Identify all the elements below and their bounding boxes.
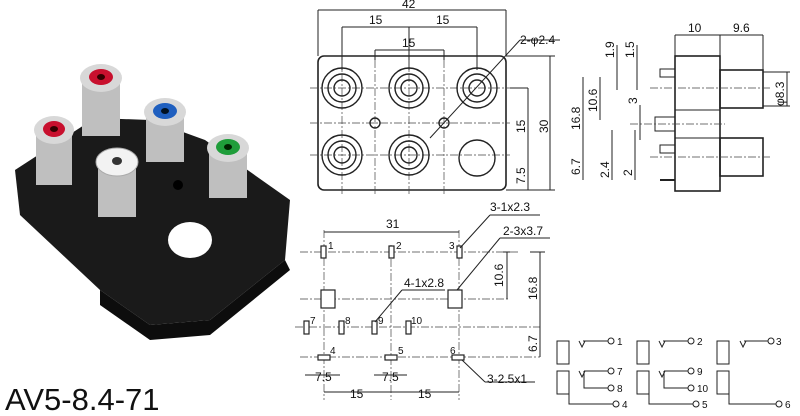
pin-label: 8 [345, 316, 351, 327]
dim-h3: 15 [350, 387, 364, 401]
pin-label: 10 [411, 316, 423, 327]
dim-v3: 6.7 [526, 335, 540, 352]
jack-green [207, 134, 249, 198]
mount-hole [173, 180, 183, 190]
jack-red-left [34, 116, 74, 185]
pin-label: 9 [697, 367, 703, 378]
dim-width: 42 [402, 0, 416, 11]
label-slot-bottom: 3-2.5x1 [487, 372, 527, 386]
dim-16-8: 16.8 [569, 106, 583, 130]
dim-6-7: 6.7 [569, 158, 583, 175]
dim-jack-length: 9.6 [733, 21, 750, 35]
label-slot-square: 2-3x3.7 [503, 224, 543, 238]
pin-label: 5 [398, 346, 404, 357]
pin-label: 2 [396, 241, 402, 252]
schematic-group-2: 2 9 10 5 [636, 337, 709, 411]
jack-blue [144, 98, 186, 162]
pin-label: 6 [785, 400, 791, 411]
dim-2: 2 [621, 169, 635, 176]
dim-pitch-right: 15 [436, 13, 450, 27]
dim-pitch-left: 15 [369, 13, 383, 27]
dim-jack-diameter: φ8.3 [773, 81, 787, 106]
pin-label: 1 [617, 337, 623, 348]
dim-v1: 10.6 [492, 263, 506, 287]
pcb-layout-drawing: 31 3-1x2.3 2-3x3.7 4-1x2.8 3-2.5x1 10.6 … [295, 200, 550, 401]
dim-1-9: 1.9 [603, 41, 617, 58]
dim-height: 30 [537, 119, 551, 133]
dim-row-pitch: 15 [514, 119, 528, 133]
pin-label: 1 [328, 241, 334, 252]
dim-pitch-offset: 15 [402, 36, 416, 50]
dim-v2: 16.8 [526, 276, 540, 300]
schematic-group-3: 3 6 [716, 337, 791, 411]
label-holes: 2-φ2.4 [520, 33, 555, 47]
schematic-group-1: 1 7 8 4 [556, 337, 628, 411]
label-slot-mid: 4-1x2.8 [404, 276, 444, 290]
housing-side [100, 260, 290, 340]
dim-h2: 7.5 [382, 370, 399, 384]
dim-2-4: 2.4 [598, 161, 612, 178]
pin-label: 3 [776, 337, 782, 348]
label-slot-top: 3-1x2.3 [490, 200, 530, 214]
dim-10-6: 10.6 [586, 88, 600, 112]
pin-label: 8 [617, 384, 623, 395]
pin-label: 6 [450, 346, 456, 357]
dim-bottom-offset: 7.5 [514, 167, 528, 184]
dim-3: 3 [626, 97, 640, 104]
dim-1-5: 1.5 [623, 41, 637, 58]
top-view-drawing: 42 15 15 15 2-φ2.4 15 30 7.5 [310, 0, 560, 195]
pin-label: 9 [378, 316, 384, 327]
product-photo [15, 64, 290, 340]
side-view-drawing: 10 9.6 1.9 1.5 16.8 10.6 3 φ8.3 6.7 2.4 … [569, 21, 790, 192]
dim-h4: 15 [418, 387, 432, 401]
dim-h1: 7.5 [315, 370, 332, 384]
dim-body-depth: 10 [688, 21, 702, 35]
jack-white [95, 147, 139, 217]
pin-label: 7 [617, 367, 623, 378]
model-title: AV5-8.4-71 [5, 382, 160, 416]
pin-label: 5 [702, 400, 708, 411]
pin-label: 10 [697, 384, 709, 395]
pin-label: 7 [310, 316, 316, 327]
housing-cutout [168, 222, 212, 258]
dim-span: 31 [386, 217, 400, 231]
jack-red-top [80, 64, 122, 136]
pin-label: 3 [449, 241, 455, 252]
pin-label: 2 [697, 337, 703, 348]
pin-label: 4 [622, 400, 628, 411]
pin-label: 4 [330, 346, 336, 357]
